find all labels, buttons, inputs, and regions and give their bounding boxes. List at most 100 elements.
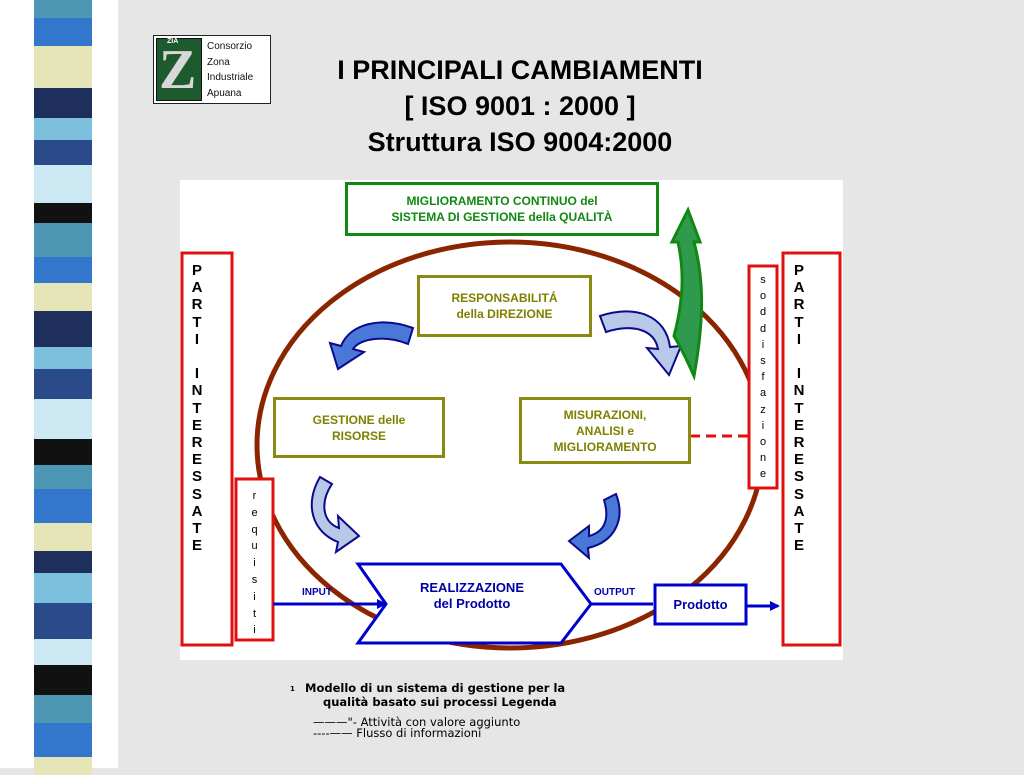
misurazioni-line-3: MIGLIORAMENTO [553, 439, 657, 454]
soddisfazione-letter: d [759, 322, 767, 335]
soddisfazione-letter: s [760, 355, 766, 368]
misurazioni-line-2: ANALISI e [575, 423, 634, 438]
parti-left-letter: E [191, 451, 202, 469]
parti-right-letter: I [796, 330, 802, 348]
caption-number: 1 [290, 685, 295, 693]
side-stripe-decoration [0, 0, 118, 775]
stripe-block [34, 573, 92, 603]
parti-left-letter: R [191, 434, 203, 452]
stripe-block [34, 203, 92, 223]
parti-left-letter: S [191, 468, 202, 486]
stripe-block [34, 46, 92, 88]
caption-line-1: 1 Modello di un sistema di gestione per … [290, 681, 566, 695]
parti-left-letter: T [192, 313, 202, 331]
soddisfazione-letter: a [759, 387, 767, 400]
misurazioni-box: MISURAZIONI, ANALISI e MIGLIORAMENTO [519, 397, 691, 464]
legend-information-flow: ----—— Flusso di informazioni [313, 726, 482, 740]
soddisfazione-letter: n [759, 452, 767, 465]
parti-right-letter: T [794, 520, 804, 538]
diagram-graphics [180, 206, 842, 651]
stripe-block [34, 665, 92, 695]
flow-arrow-bottom-right [567, 492, 621, 561]
stripe-block [34, 118, 92, 140]
title-line-3: Struttura ISO 9004:2000 [367, 127, 673, 157]
parti-interessate-left: P A R T I I N T E R E S S A T E [184, 262, 210, 554]
prodotto-label: Prodotto [673, 596, 728, 612]
soddisfazione-letter: e [759, 468, 767, 481]
logo-line-2: Zona [207, 56, 230, 68]
parti-right-letter: E [793, 537, 804, 555]
output-label: OUTPUT [594, 587, 636, 598]
parti-right-letter: R [793, 296, 805, 314]
legend-value-added: ———"- Attività con valore aggiunto [313, 715, 521, 729]
parti-right-letter: N [793, 382, 805, 400]
requisiti-box [234, 477, 275, 642]
requisiti-letter: t [252, 607, 257, 620]
parti-left-box [180, 251, 234, 647]
logo-small-text: ZIA [167, 38, 179, 45]
parti-interessate-right: P A R T I I N T E R E S S A T E [786, 262, 812, 554]
requisiti-letter: u [251, 540, 258, 553]
improvement-arrow [669, 206, 704, 382]
gestione-line-1: GESTIONE delle [312, 412, 406, 427]
stripe-block [34, 551, 92, 573]
soddisfazione-letter: i [761, 338, 765, 351]
stripe-block [34, 257, 92, 283]
stripe-block [34, 18, 92, 46]
flow-arrow-top-right [598, 310, 683, 377]
logo-line-4: Apuana [207, 87, 242, 99]
logo-z-mark: ZIA Z [156, 38, 202, 101]
parti-left-letter: N [191, 382, 203, 400]
requisiti-text: r e q u i s i t i [239, 488, 270, 639]
slide-title: I PRINCIPALI CAMBIAMENTI [ ISO 9001 : 20… [270, 52, 770, 160]
parti-right-letter: E [793, 416, 804, 434]
parti-left-letter: T [192, 520, 202, 538]
stripe-block [34, 311, 92, 347]
parti-left-letter: I [194, 330, 200, 348]
stripe-block [34, 165, 92, 203]
stripe-block [34, 757, 92, 775]
input-label: INPUT [302, 587, 332, 598]
logo-line-1: Consorzio [207, 41, 253, 52]
requisiti-letter: r [252, 490, 257, 502]
parti-right-letter: S [793, 485, 804, 503]
soddisfazione-letter: f [761, 371, 765, 384]
responsabilita-line-1: RESPONSABILITÁ [451, 291, 558, 305]
miglioramento-line-2: SISTEMA DI GESTIONE della QUALITÀ [391, 210, 613, 224]
requisiti-letter: e [251, 506, 258, 519]
parti-left-letter: A [191, 279, 203, 297]
stripe-block [34, 0, 92, 18]
stripe-block [34, 439, 92, 465]
realizzazione-shape [355, 562, 593, 645]
parti-right-letter: A [793, 502, 805, 520]
parti-left-letter: R [191, 296, 203, 314]
soddisfazione-letter: i [761, 419, 765, 432]
stripe-block [34, 347, 92, 369]
parti-left-letter: P [191, 262, 202, 279]
stripe-block [34, 223, 92, 257]
requisiti-letter: i [253, 557, 256, 570]
responsabilita-direzione-box: RESPONSABILITÁ della DIREZIONE [417, 275, 592, 337]
stripe-block [34, 723, 92, 757]
stripe-block [34, 88, 92, 118]
flow-arrow-top-left [328, 321, 415, 371]
stripe-block [34, 283, 92, 311]
parti-left-letter: S [191, 485, 202, 503]
stripe-block [34, 489, 92, 523]
title-line-2: [ ISO 9001 : 2000 ] [404, 91, 636, 121]
caption-line-1-text: Modello di un sistema di gestione per la [305, 681, 566, 695]
parti-right-letter: R [793, 434, 805, 452]
soddisfazione-box [747, 264, 779, 490]
soddisfazione-letter: o [759, 290, 767, 303]
logo-line-3: Industriale [207, 72, 254, 83]
stripe-block [34, 523, 92, 551]
stripe-block [34, 369, 92, 399]
parti-right-gap [786, 348, 812, 365]
misurazioni-line-1: MISURAZIONI, [563, 407, 647, 422]
flow-arrow-bottom-left [310, 475, 361, 555]
parti-left-gap [184, 348, 210, 365]
stripe-block [34, 465, 92, 489]
parti-right-letter: A [793, 279, 805, 297]
stripe-block [34, 639, 92, 665]
responsabilita-line-2: della DIREZIONE [456, 307, 553, 321]
